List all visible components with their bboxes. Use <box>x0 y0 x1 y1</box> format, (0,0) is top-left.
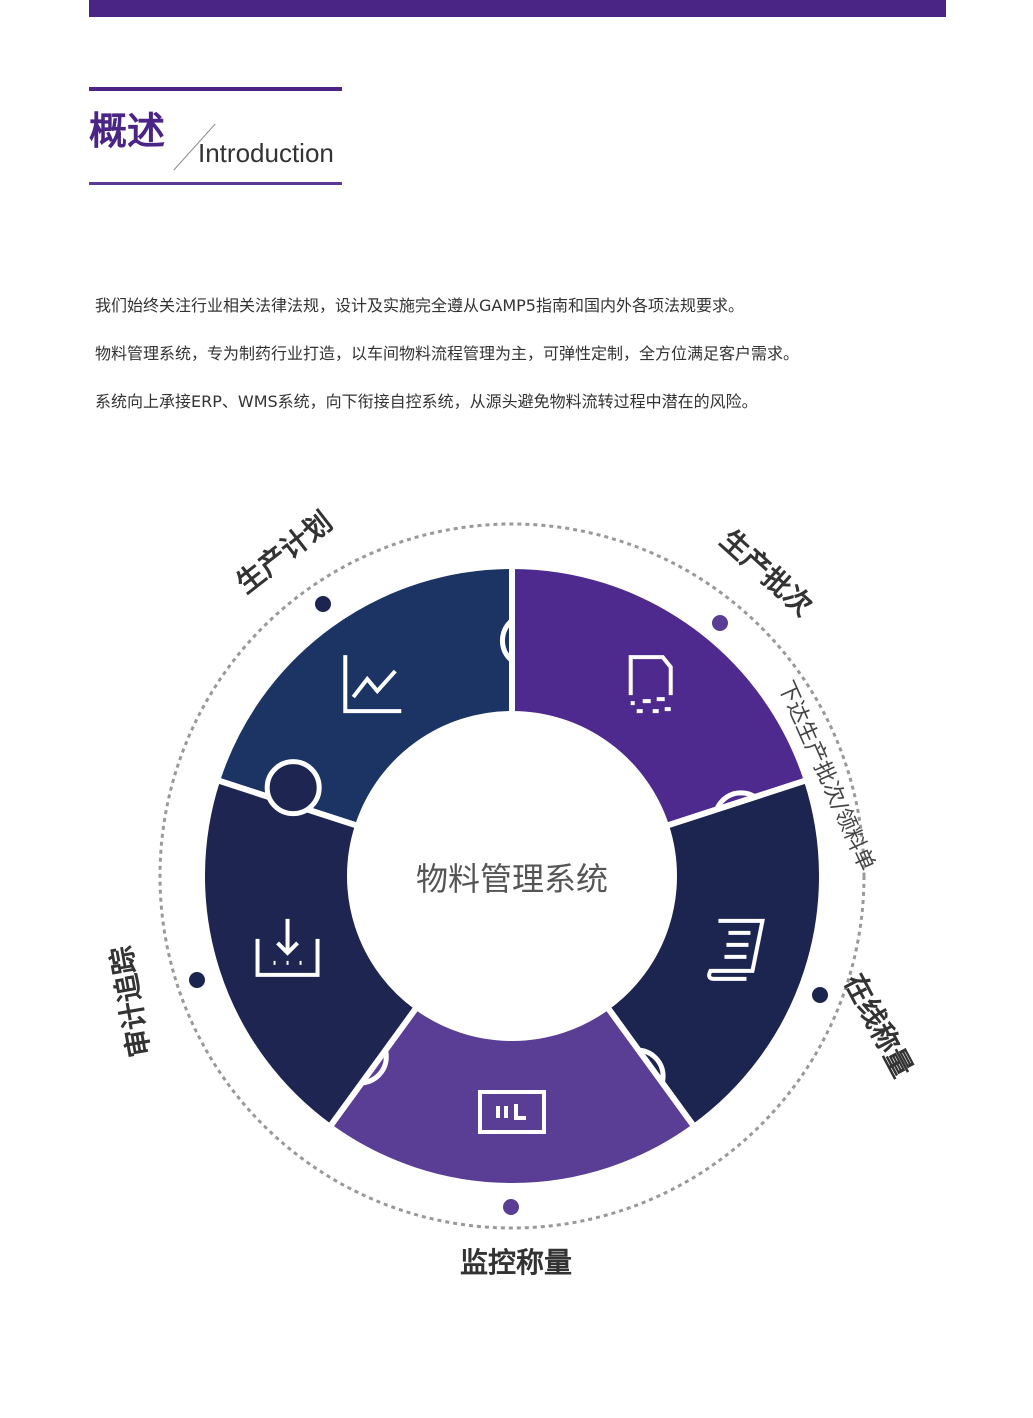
segment-5 <box>199 776 421 1131</box>
segment-label: 生产计划 <box>230 505 339 600</box>
download-tray-icon <box>255 918 320 977</box>
line-chart-icon <box>343 655 402 714</box>
center-label: 物料管理系统 <box>416 860 608 898</box>
section-title: 概述 <box>89 109 166 153</box>
divider <box>89 87 342 91</box>
divider <box>89 182 342 185</box>
segment-1 <box>213 562 515 830</box>
segment-label: 在线称量 <box>838 968 920 1082</box>
scale-display-icon <box>478 1090 546 1134</box>
section-subtitle: Introduction <box>198 138 334 168</box>
document-icon <box>628 655 673 714</box>
segment-2 <box>509 562 811 830</box>
puzzle-knob <box>264 759 322 817</box>
segment-label: 生产批次 <box>714 523 819 622</box>
receipt-icon <box>707 918 765 981</box>
segment-label: 监控称量 <box>460 1246 572 1279</box>
paragraph: 系统向上承接ERP、WMS系统，向下衔接自控系统，从源头避免物料流转过程中潜在的… <box>95 392 758 411</box>
marker-dot <box>185 968 209 992</box>
top-bar <box>89 0 946 17</box>
dashed-orbit <box>158 522 866 1230</box>
paragraph: 物料管理系统，专为制药行业打造，以车间物料流程管理为主，可弹性定制，全方位满足客… <box>95 344 800 363</box>
segment-label: 审计追踪 <box>105 944 157 1060</box>
segment-3 <box>603 776 825 1131</box>
segment-4 <box>325 1002 699 1189</box>
marker-dot <box>808 983 832 1007</box>
marker-dot <box>708 611 732 635</box>
marker-dot <box>499 1195 523 1219</box>
marker-dot <box>311 592 335 616</box>
paragraph: 我们始终关注行业相关法律法规，设计及实施完全遵从GAMP5指南和国内外各项法规要… <box>95 296 744 315</box>
